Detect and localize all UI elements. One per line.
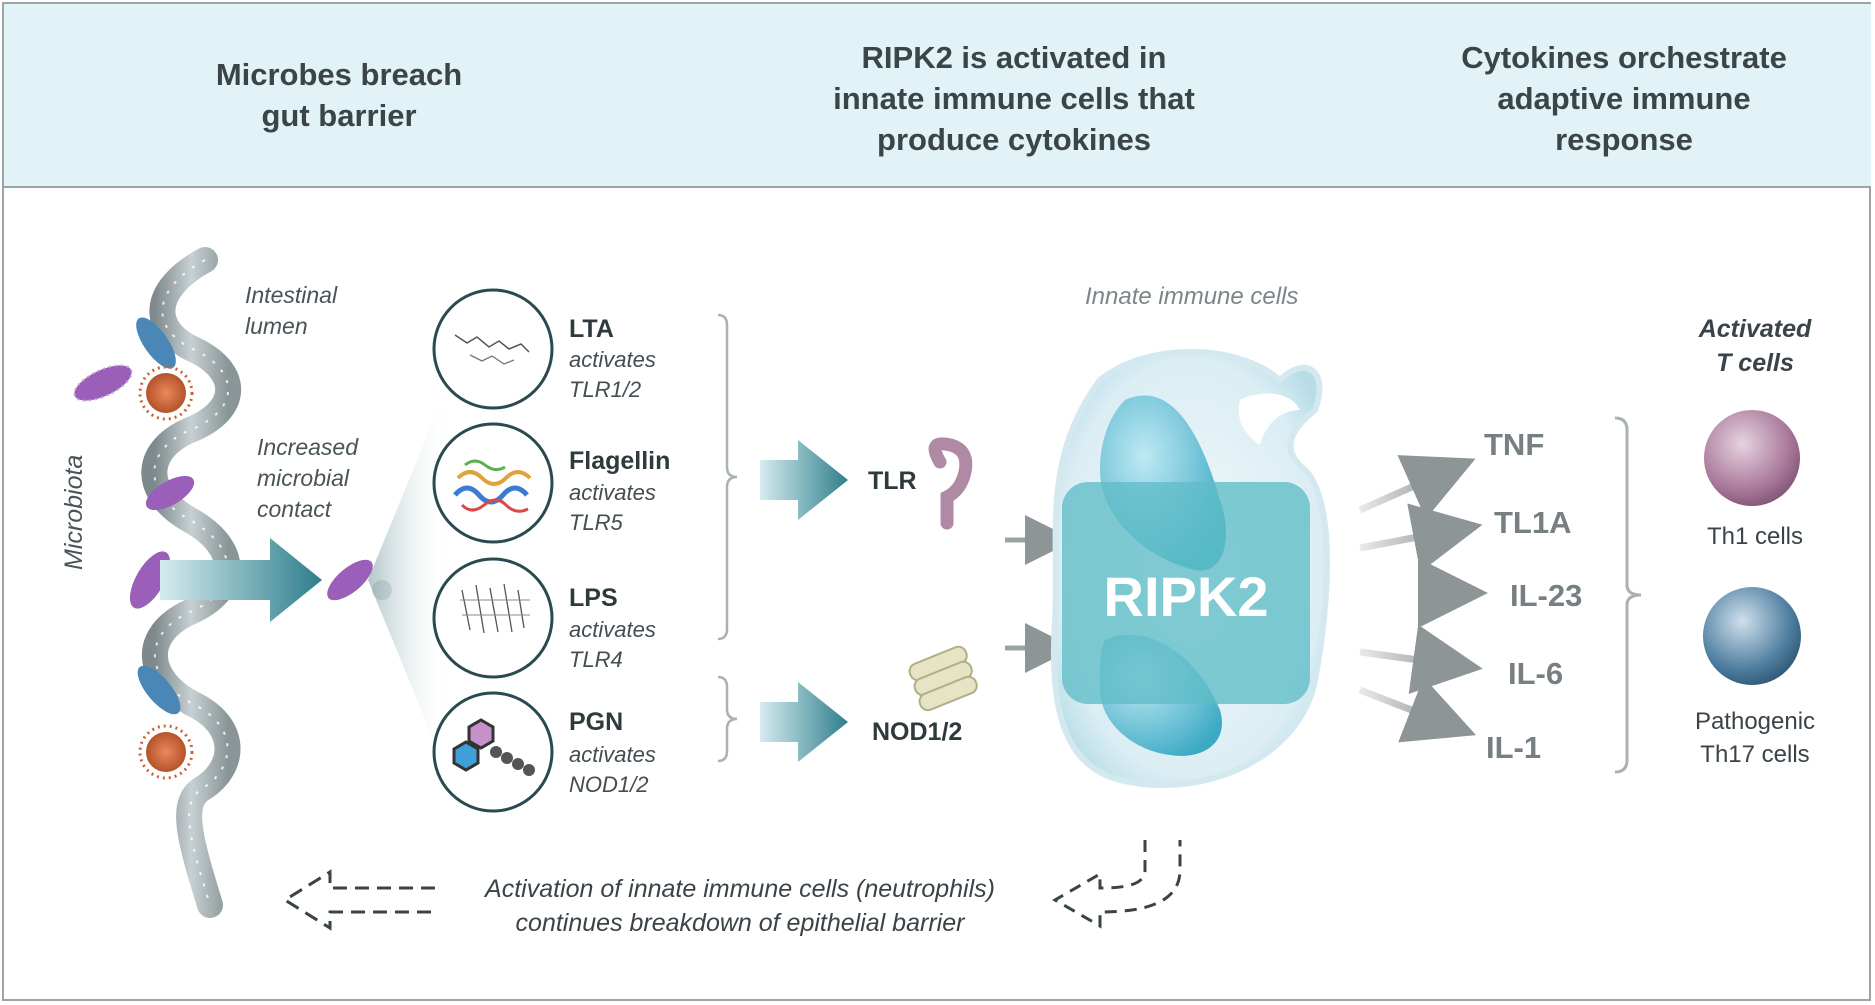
microbe-blue — [136, 317, 176, 369]
pgn-receptor: NOD1/2 — [569, 772, 649, 797]
header-col3-line: adaptive immune — [1497, 81, 1751, 116]
th17-label-line: Th17 cells — [1700, 741, 1810, 768]
header-col3-title: Cytokines orchestrate adaptive immune re… — [1404, 37, 1844, 160]
tlr-label: TLR — [868, 467, 917, 495]
pgn-name: PGN — [569, 708, 624, 736]
il6-arrow — [1359, 624, 1483, 694]
increased-contact-label: Increased microbial contact — [257, 432, 358, 525]
pgn-description: activates NOD1/2 — [569, 740, 656, 800]
contact-label-line: contact — [257, 496, 332, 522]
lta-receptor: TLR1/2 — [569, 377, 642, 402]
nod-label: NOD1/2 — [872, 718, 963, 746]
th17-label-line: Pathogenic — [1694, 708, 1816, 735]
th1-cell-icon — [1704, 410, 1800, 506]
cytokine-il23: IL-23 — [1510, 578, 1583, 613]
th1-label: Th1 cells — [1706, 523, 1804, 550]
tcells-heading-line: Activated — [1698, 315, 1812, 343]
feedback-line: continues breakdown of epithelial barrie… — [515, 909, 965, 937]
tlr-receptor-icon — [928, 437, 973, 530]
pgn-molecule-icon — [432, 691, 554, 813]
header-col1-title: Microbes breach gut barrier — [144, 54, 534, 136]
nod-brace — [717, 675, 738, 763]
header-col3-line: Cytokines orchestrate — [1461, 40, 1787, 75]
cytokine-il1: IL-1 — [1486, 730, 1542, 765]
lps-verb: activates — [569, 617, 656, 642]
header-band: Microbes breach gut barrier RIPK2 is act… — [4, 4, 1871, 188]
microbe-orange — [138, 724, 194, 780]
contact-label-line: microbial — [257, 465, 350, 491]
pgn-verb: activates — [569, 742, 656, 767]
tl1a-arrow — [1359, 503, 1483, 573]
ripk2-label: RIPK2 — [1103, 565, 1269, 628]
lumen-label-line: Intestinal — [245, 282, 338, 308]
lta-name: LTA — [569, 315, 614, 343]
th17-cell-icon — [1703, 587, 1801, 685]
header-col2-title: RIPK2 is activated in innate immune cell… — [774, 37, 1254, 160]
flagellin-molecule-icon — [432, 422, 554, 544]
ripk2-box — [1062, 482, 1310, 704]
microbiota-label: Microbiota — [60, 454, 88, 570]
cytokine-il6: IL-6 — [1508, 656, 1564, 691]
header-col1-line: gut barrier — [261, 98, 417, 133]
innate-cells-caption: Innate immune cells — [1085, 283, 1299, 310]
nod-arrow — [760, 682, 848, 762]
microbe-purple — [73, 364, 133, 402]
feedback-line: Activation of innate immune cells (neutr… — [485, 875, 995, 903]
lta-verb: activates — [569, 347, 656, 372]
lps-description: activates TLR4 — [569, 615, 656, 675]
th17-label: Pathogenic Th17 cells — [1660, 705, 1850, 771]
cytokine-tl1a: TL1A — [1494, 505, 1572, 540]
microbe-orange — [138, 365, 194, 421]
tlr-brace — [717, 313, 738, 641]
flagellin-verb: activates — [569, 480, 656, 505]
intestinal-lumen-label: Intestinal lumen — [245, 280, 337, 342]
header-col3-line: response — [1555, 122, 1693, 157]
lta-description: activates TLR1/2 — [569, 345, 656, 405]
activated-tcells-heading: Activated T cells — [1660, 312, 1850, 380]
flagellin-description: activates TLR5 — [569, 478, 656, 538]
il1-arrow — [1358, 677, 1477, 743]
cytokine-tnf: TNF — [1484, 427, 1545, 462]
tcells-heading-line: T cells — [1716, 349, 1794, 377]
lps-receptor: TLR4 — [569, 647, 623, 672]
feedback-arrow-right — [1052, 840, 1182, 929]
molecule-fan — [368, 380, 450, 780]
flagellin-name: Flagellin — [569, 447, 671, 475]
header-col2-line: produce cytokines — [877, 122, 1151, 157]
lta-molecule-icon — [432, 288, 554, 410]
microbe-entry-arrow — [160, 538, 322, 622]
nod-receptor-icon — [908, 645, 978, 712]
lps-molecule-icon — [432, 557, 554, 679]
header-col1-line: Microbes breach — [215, 57, 463, 92]
flagellin-receptor: TLR5 — [569, 510, 623, 535]
lumen-label-line: lumen — [245, 313, 308, 339]
lps-name: LPS — [569, 584, 618, 612]
feedback-arrow-left — [282, 869, 435, 931]
microbe-purple — [145, 475, 195, 511]
tnf-arrow — [1358, 455, 1476, 520]
cytokine-brace — [1614, 416, 1642, 774]
feedback-text: Activation of innate immune cells (neutr… — [440, 872, 1040, 940]
microbe-blue — [137, 665, 181, 715]
tlr-arrow — [760, 440, 848, 520]
header-col2-line: RIPK2 is activated in — [861, 40, 1167, 75]
contact-label-line: Increased — [257, 434, 359, 460]
header-col2-line: innate immune cells that — [833, 81, 1195, 116]
